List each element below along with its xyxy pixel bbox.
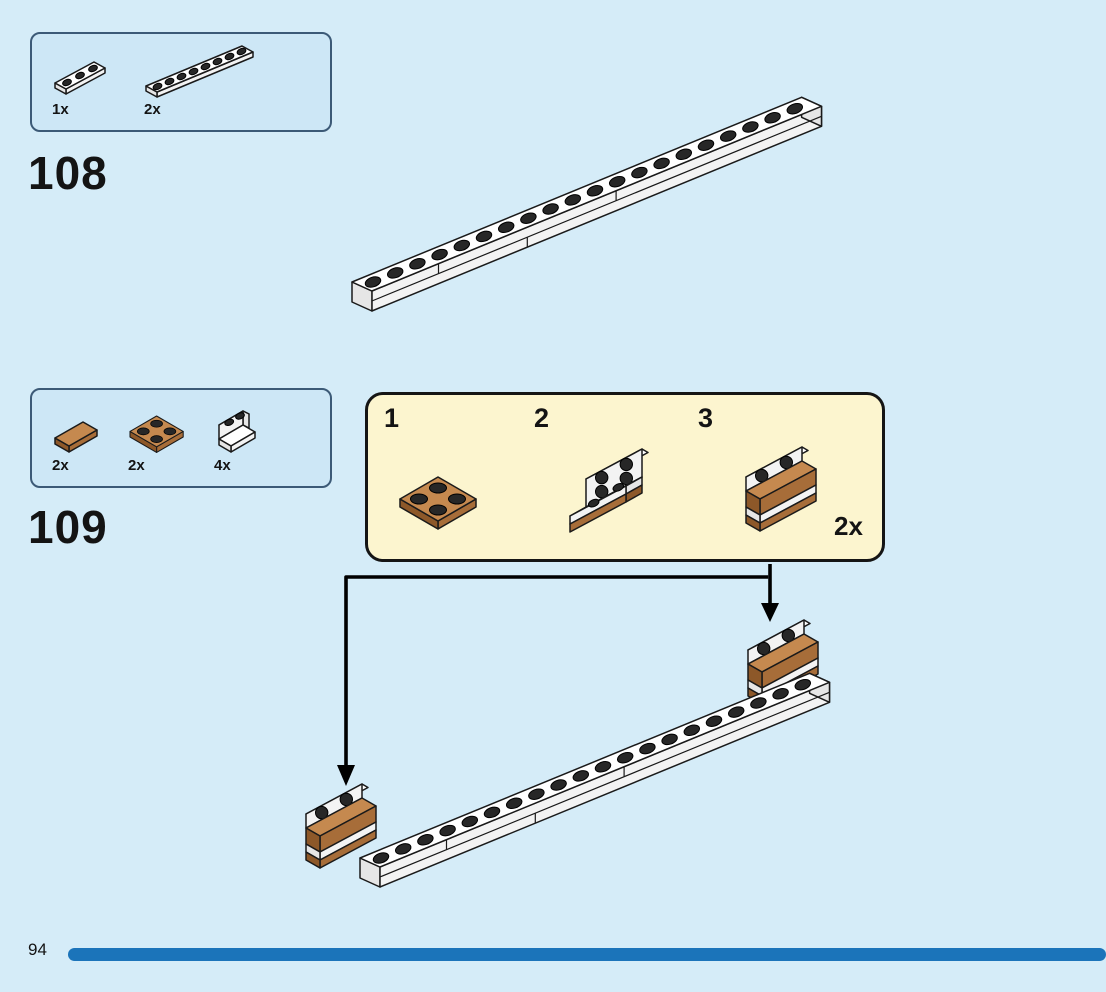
white-plate-1x8-icon <box>144 38 256 98</box>
step-108-assembly <box>352 97 822 311</box>
substep-number-3: 3 <box>698 403 714 433</box>
substep-number-1: 1 <box>384 403 400 433</box>
step-number-108: 108 <box>28 147 108 199</box>
white-bracket-icon <box>214 408 258 454</box>
part-item: 2x <box>52 420 100 474</box>
step-108-parts-box: 1x 2x <box>30 32 332 132</box>
page-number: 94 <box>28 940 47 959</box>
callout-arrows <box>337 564 779 786</box>
part-qty: 2x <box>144 101 161 118</box>
brown-plate-2x2-icon <box>128 414 186 454</box>
step-109-assembly <box>306 620 830 887</box>
step-109-parts-box: 2x 2x 4x <box>30 388 332 488</box>
substep-2-drawing <box>570 449 648 532</box>
part-qty: 2x <box>52 457 69 474</box>
part-item: 2x <box>144 38 256 118</box>
part-qty: 4x <box>214 457 231 474</box>
substep-number-2: 2 <box>534 403 550 433</box>
arrow-left-stem <box>344 575 769 766</box>
substep-1-drawing <box>400 477 476 529</box>
arrow-down-icon <box>337 765 355 786</box>
part-item: 1x <box>52 58 108 118</box>
step-109-callout: 1 2 3 2x <box>365 392 885 562</box>
footer-progress-bar <box>68 948 1106 961</box>
bracket-module-right <box>748 620 818 704</box>
part-qty: 2x <box>128 457 145 474</box>
part-item: 4x <box>214 408 258 474</box>
substep-3-drawing <box>746 447 816 531</box>
white-plate-1x3-icon <box>52 58 108 98</box>
arrow-down-icon <box>761 603 779 622</box>
callout-illustrations <box>368 395 882 559</box>
part-qty: 1x <box>52 101 69 118</box>
part-item: 2x <box>128 414 186 474</box>
brown-plate-1x2-icon <box>54 421 98 453</box>
bracket-module-left <box>306 784 376 868</box>
callout-quantity: 2x <box>834 511 863 541</box>
step-number-109: 109 <box>28 501 108 553</box>
